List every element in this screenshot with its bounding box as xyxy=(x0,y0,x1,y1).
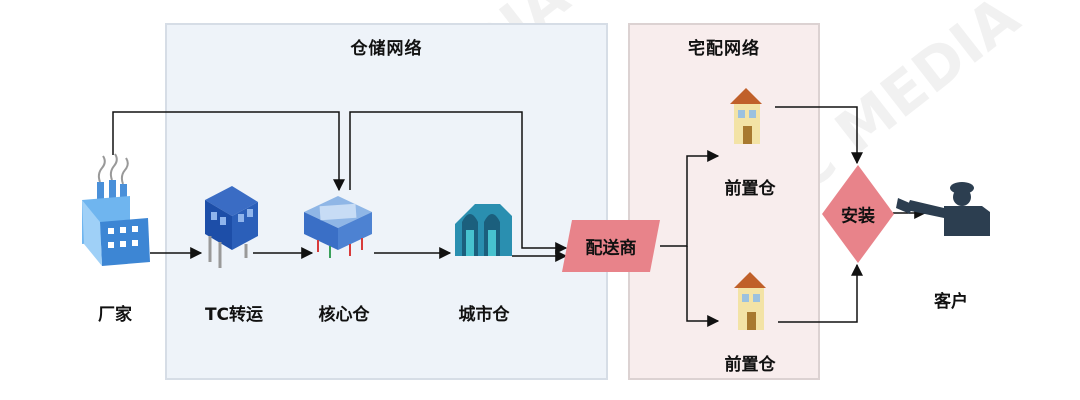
arrow-factory-to-core-bypass xyxy=(112,111,345,192)
city-warehouse-label: 城市仓 xyxy=(458,305,510,325)
arrow-distributor-to-front-top xyxy=(660,150,720,247)
warehouse-network-title: 仓储网络 xyxy=(350,39,423,59)
delivery-network-title: 宅配网络 xyxy=(688,39,760,59)
arrow-front-bottom-to-install xyxy=(778,263,863,323)
install-label: 安装 xyxy=(841,206,875,227)
front-warehouse-top-label: 前置仓 xyxy=(724,179,776,199)
arrow-core-to-distributor-bypass xyxy=(349,111,568,254)
delivery-network-panel: 宅配网络 xyxy=(628,23,820,380)
front-warehouse-bottom-label: 前置仓 xyxy=(724,355,776,375)
front-warehouse-top-icon xyxy=(730,88,762,144)
front-warehouse-bottom-icon xyxy=(734,272,766,330)
tc-transfer-label: TC转运 xyxy=(204,305,264,325)
core-warehouse-icon xyxy=(304,196,372,258)
arrow-front-top-to-install xyxy=(775,106,863,165)
customer-label: 客户 xyxy=(934,292,968,312)
factory-icon xyxy=(82,153,150,266)
arrow-distributor-to-front-bottom xyxy=(686,246,720,327)
distributor-shape xyxy=(562,220,660,272)
install-shape xyxy=(822,165,894,263)
factory-label: 厂家 xyxy=(98,305,132,325)
distributor-label: 配送商 xyxy=(585,238,637,259)
core-warehouse-label: 核心仓 xyxy=(318,305,370,325)
city-warehouse-icon xyxy=(455,204,512,256)
customer-icon xyxy=(896,182,990,236)
tc-transfer-icon xyxy=(205,186,258,268)
